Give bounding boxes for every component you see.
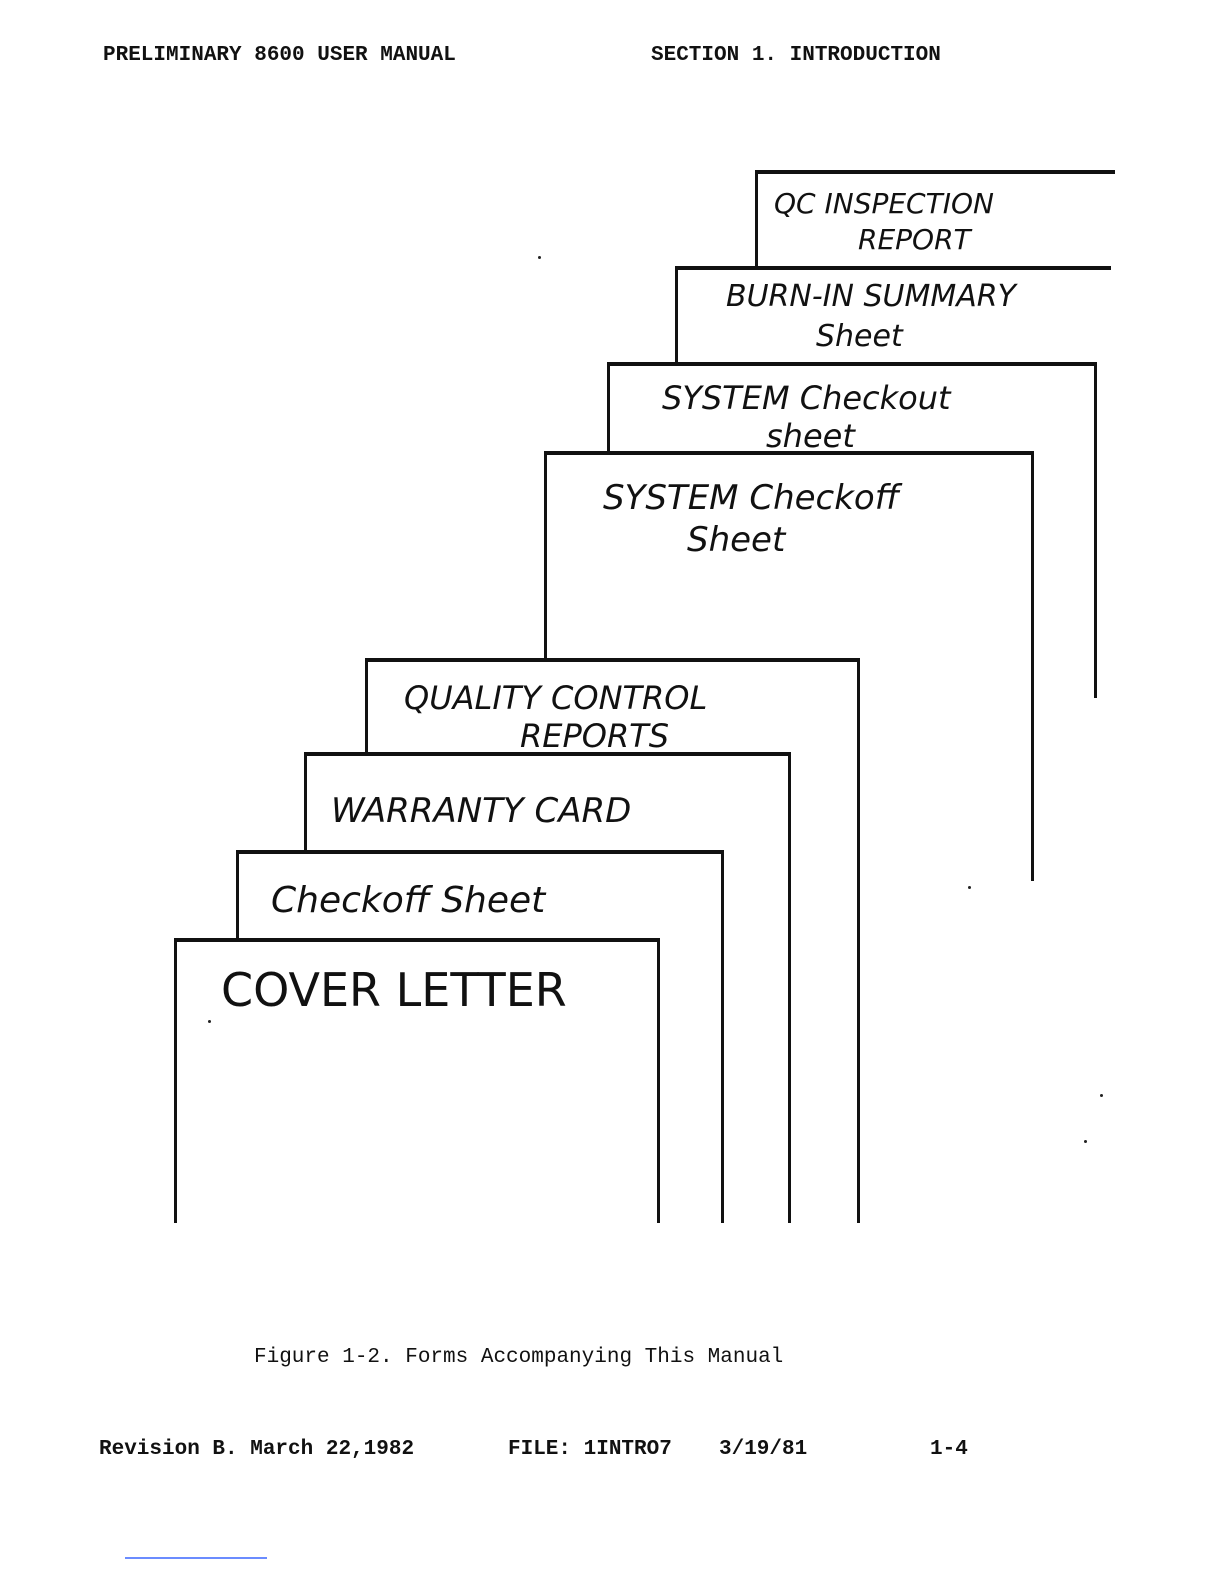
header-section-title: SECTION 1. INTRODUCTION xyxy=(651,44,941,67)
form-warranty-label: WARRANTY CARD xyxy=(331,791,632,831)
form-qc-label-line1: QC INSPECTION xyxy=(774,187,994,220)
form-quality-label-line1: QUALITY CONTROL xyxy=(404,679,708,717)
form-cover-letter: COVER LETTER xyxy=(174,938,660,1223)
scan-speck xyxy=(1084,1140,1087,1143)
form-burn-label-line2: Sheet xyxy=(816,319,903,354)
header-manual-title: PRELIMINARY 8600 USER MANUAL xyxy=(103,44,456,67)
form-cover-label: COVER LETTER xyxy=(221,963,567,1017)
scan-artifact-line xyxy=(125,1557,267,1559)
footer-file-date: 3/19/81 xyxy=(719,1438,808,1461)
footer-page-number: 1-4 xyxy=(930,1438,968,1461)
form-checkoff-label: Checkoff Sheet xyxy=(271,880,546,921)
form-quality-label-line2: REPORTS xyxy=(520,717,670,755)
form-syscheckoff-label-line1: SYSTEM Checkoff xyxy=(603,478,900,518)
scan-speck xyxy=(538,256,541,259)
scan-speck xyxy=(1100,1094,1103,1097)
form-syscheckout-label-line2: sheet xyxy=(766,417,855,455)
form-syscheckout-label-line1: SYSTEM Checkout xyxy=(662,379,951,417)
footer-file: FILE: 1INTRO7 xyxy=(508,1438,672,1461)
form-qc-inspection-report: QC INSPECTION REPORT xyxy=(755,170,1115,270)
footer-revision: Revision B. March 22,1982 xyxy=(99,1438,415,1461)
form-syscheckoff-label-line2: Sheet xyxy=(687,520,786,560)
scan-speck xyxy=(968,886,971,889)
figure-caption: Figure 1-2. Forms Accompanying This Manu… xyxy=(254,1346,784,1369)
form-qc-label-line2: REPORT xyxy=(858,223,971,256)
form-burn-in-summary-sheet: BURN-IN SUMMARY Sheet xyxy=(675,266,1111,366)
scan-speck xyxy=(208,1020,211,1023)
form-burn-label-line1: BURN-IN SUMMARY xyxy=(726,279,1016,314)
